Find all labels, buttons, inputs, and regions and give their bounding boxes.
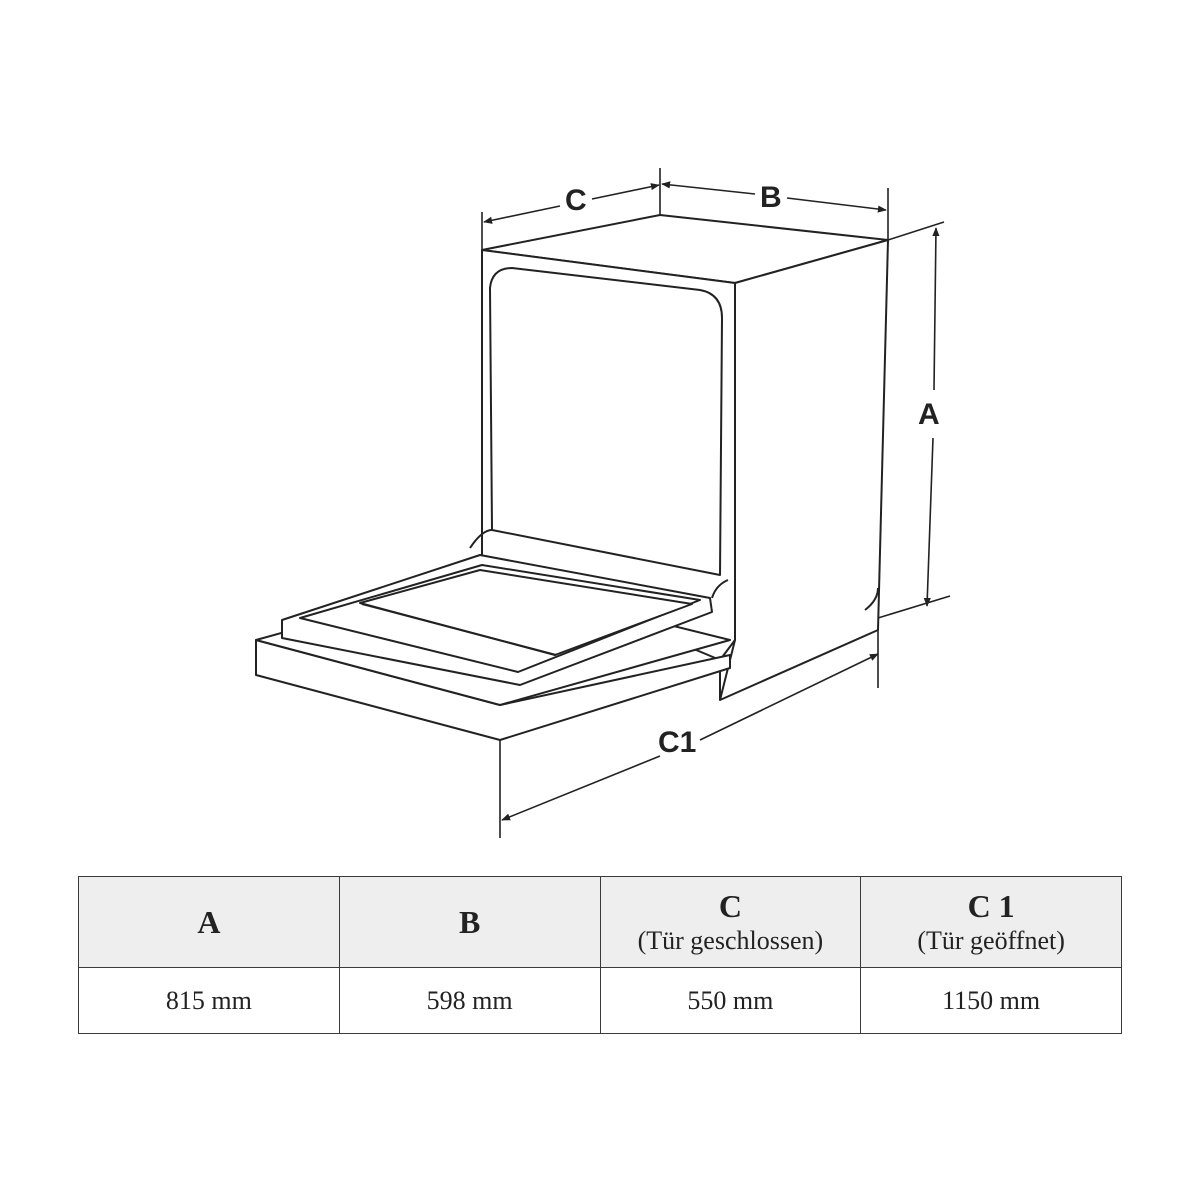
header-key: C 1 — [967, 888, 1015, 924]
label-c1: C1 — [658, 726, 696, 759]
table-header-row: A B C (Tür geschlossen) C 1 (Tür geöffne… — [78, 876, 1122, 968]
dishwasher-body — [481, 214, 889, 701]
header-a: A — [78, 876, 340, 968]
header-key: C — [718, 888, 742, 924]
header-key: A — [197, 904, 221, 940]
value-c: 550 mm — [599, 967, 862, 1034]
header-b: B — [338, 876, 601, 968]
table-values-row: 815 mm 598 mm 550 mm 1150 mm — [78, 967, 1122, 1034]
header-note: (Tür geöffnet) — [917, 926, 1065, 955]
dimension-lines — [481, 168, 951, 838]
header-note: (Tür geschlossen) — [637, 926, 824, 955]
label-a: A — [918, 398, 940, 431]
header-c: C (Tür geschlossen) — [599, 876, 862, 968]
dimensions-table: A B C (Tür geschlossen) C 1 (Tür geöffne… — [78, 876, 1122, 1034]
value-c1: 1150 mm — [860, 967, 1122, 1034]
value-a: 815 mm — [78, 967, 340, 1034]
dishwasher-dimension-diagram: C B A C1 — [255, 168, 951, 838]
open-door — [255, 529, 731, 741]
value-b: 598 mm — [338, 967, 601, 1034]
label-b: B — [760, 181, 782, 214]
header-key: B — [458, 904, 481, 940]
header-c1: C 1 (Tür geöffnet) — [860, 876, 1122, 968]
label-c: C — [565, 184, 587, 217]
